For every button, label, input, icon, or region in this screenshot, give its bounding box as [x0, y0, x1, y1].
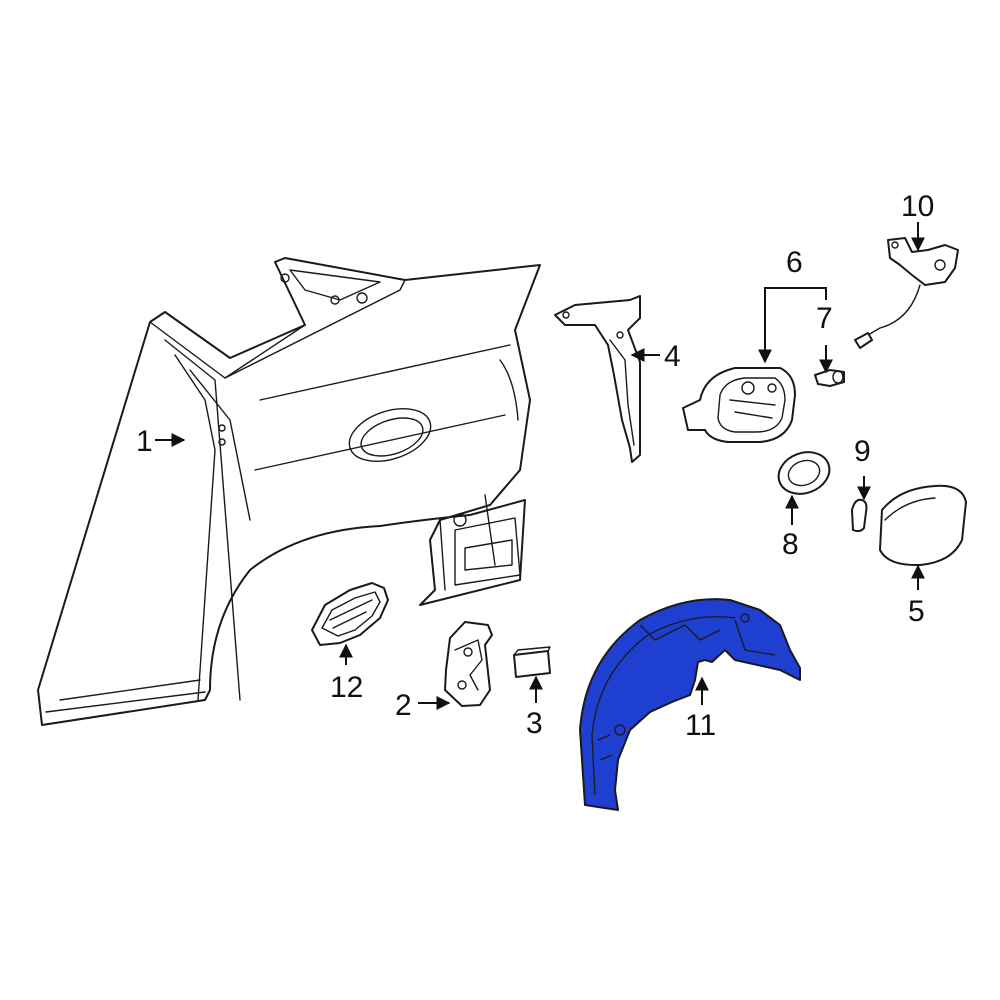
- pad-part: [513, 646, 551, 678]
- callout-1: 1: [136, 425, 153, 458]
- callout-9: 9: [854, 435, 871, 468]
- fuel-door-part: [879, 484, 967, 567]
- clip-part: [851, 498, 868, 533]
- callout-2: 2: [395, 689, 412, 722]
- callout-3: 3: [526, 707, 543, 740]
- cover-part: [311, 582, 389, 646]
- bracket-part: [444, 621, 493, 707]
- seal-part: [777, 451, 831, 495]
- callout-5: 5: [908, 595, 925, 628]
- callout-8: 8: [782, 528, 799, 561]
- callout-6: 6: [786, 246, 803, 279]
- fuel-housing-part: [682, 367, 796, 443]
- leader-6: [764, 287, 827, 362]
- liner-part: [579, 598, 801, 811]
- reinforcement-part: [554, 295, 641, 463]
- callout-7: 7: [816, 302, 833, 335]
- screw-part: [814, 369, 845, 387]
- quarter-panel-part: [37, 257, 541, 726]
- callout-10: 10: [901, 190, 934, 223]
- callout-11: 11: [685, 709, 716, 742]
- callout-12: 12: [330, 671, 363, 704]
- callout-4: 4: [664, 340, 681, 373]
- actuator-part: [854, 237, 959, 349]
